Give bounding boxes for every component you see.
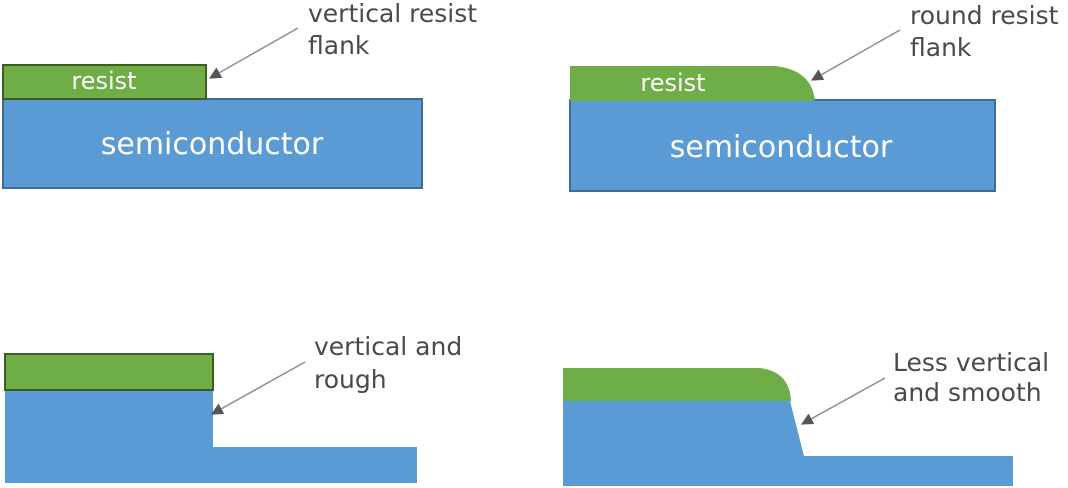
panel-bottom-right: Less vertical and smooth	[563, 348, 1049, 486]
annotation-text-line2: rough	[314, 365, 387, 394]
annotation-text-line1: round resist	[910, 1, 1059, 30]
annotation-arrow	[810, 29, 901, 81]
panel-top-left: resist semiconductor vertical resist fla…	[2, 0, 477, 189]
annotation-text-line1: Less vertical	[893, 348, 1049, 377]
annotation-arrow	[800, 377, 886, 425]
panel-top-right: resist semiconductor round resist flank	[569, 1, 1059, 192]
annotation-text-line2: flank	[308, 31, 370, 60]
resist-layer	[563, 368, 791, 401]
annotation-text-line1: vertical resist	[308, 0, 477, 28]
resist-label: resist	[71, 67, 136, 95]
annotation-text-line2: flank	[910, 33, 972, 62]
semiconductor-substrate	[2, 98, 423, 189]
resist-label: resist	[640, 69, 705, 97]
panel-bottom-left: vertical and rough	[4, 332, 462, 483]
etched-semiconductor	[5, 390, 417, 483]
etched-semiconductor	[563, 401, 1013, 486]
annotation-arrow	[210, 361, 306, 415]
semiconductor-label: semiconductor	[670, 130, 893, 165]
resist-layer	[4, 353, 214, 391]
annotation-text-line2: and smooth	[893, 378, 1042, 407]
annotation-arrow	[208, 27, 299, 79]
resist-layer	[2, 64, 207, 100]
semiconductor-label: semiconductor	[101, 127, 324, 162]
resist-layer	[570, 66, 815, 101]
annotation-text-line1: vertical and	[314, 332, 462, 361]
